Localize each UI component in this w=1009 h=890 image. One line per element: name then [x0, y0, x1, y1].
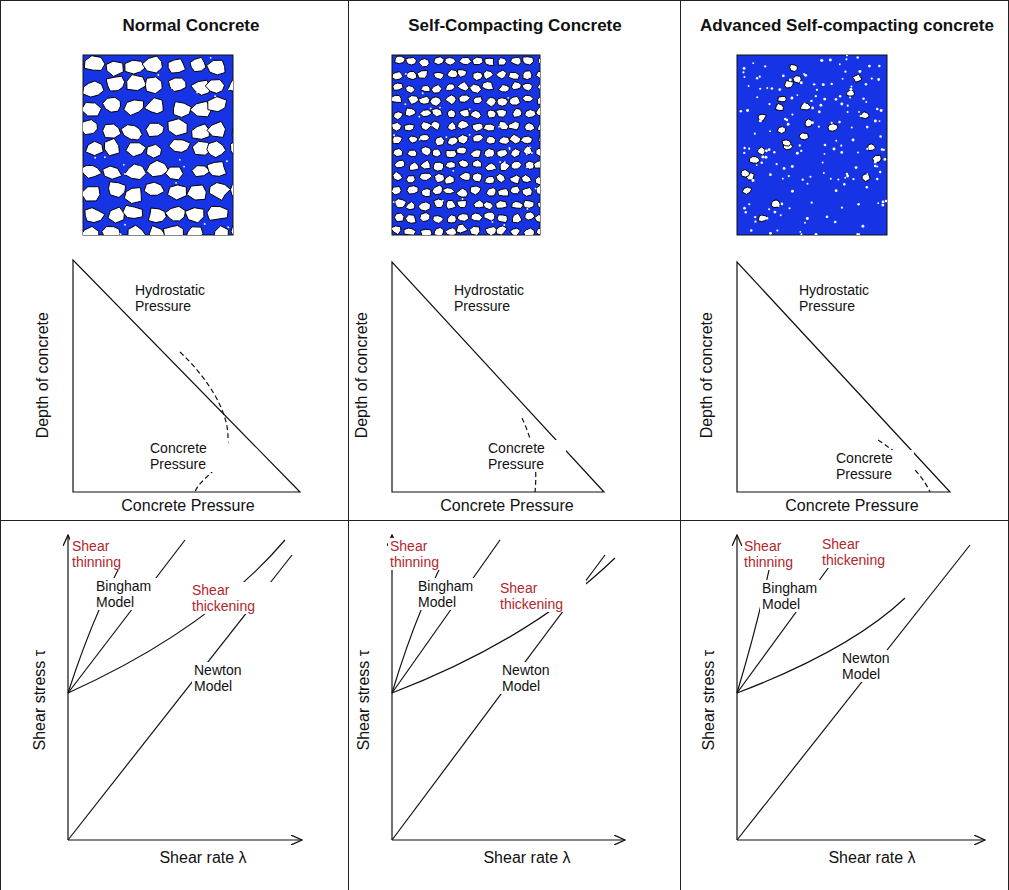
model-label: Newton Model: [500, 662, 570, 694]
model-label: Shear thickening: [498, 580, 586, 612]
axis-label: Concrete Pressure: [440, 497, 573, 515]
axis-label: Shear rate λ: [483, 849, 570, 867]
advanced-scc-mix: [737, 55, 887, 235]
model-label: Shear thinning: [70, 538, 140, 570]
axis-label: Shear stress τ: [355, 650, 373, 751]
model-label: Shear thickening: [190, 582, 278, 614]
curve-label: Concrete Pressure: [834, 450, 914, 482]
model-label: Newton Model: [840, 650, 910, 682]
curve-label: Concrete Pressure: [486, 440, 566, 472]
model-label: Bingham Model: [416, 578, 484, 610]
scc-mix: [392, 55, 540, 235]
axis-label: Concrete Pressure: [121, 497, 254, 515]
axis-label: Shear rate λ: [159, 849, 246, 867]
axis-label: Shear rate λ: [828, 849, 915, 867]
model-label: Newton Model: [192, 662, 262, 694]
concrete-mix-illustrations: [80, 54, 888, 266]
axis-label: Shear stress τ: [31, 650, 49, 751]
axis-label: Depth of concrete: [34, 312, 52, 438]
model-label: Bingham Model: [760, 580, 828, 612]
pressure-charts: [73, 260, 950, 492]
axis-label: Depth of concrete: [353, 312, 371, 438]
hydrostatic-label: Hydrostatic Pressure: [797, 282, 891, 314]
rheology-charts: [68, 535, 985, 840]
normal-mix: [83, 55, 233, 235]
column-title: Advanced Self-compacting concrete: [700, 16, 994, 36]
model-label: Bingham Model: [94, 578, 162, 610]
axis-label: Depth of concrete: [698, 312, 716, 438]
curve-label: Concrete Pressure: [148, 440, 228, 472]
model-label: Shear thinning: [742, 538, 812, 570]
hydrostatic-label: Hydrostatic Pressure: [452, 282, 546, 314]
column-title: Normal Concrete: [123, 16, 260, 36]
column-title: Self-Compacting Concrete: [408, 16, 621, 36]
axis-label: Shear stress τ: [700, 650, 718, 751]
hydrostatic-label: Hydrostatic Pressure: [133, 282, 227, 314]
model-label: Shear thickening: [820, 536, 908, 568]
axis-label: Concrete Pressure: [785, 497, 918, 515]
model-label: Shear thinning: [388, 538, 458, 570]
